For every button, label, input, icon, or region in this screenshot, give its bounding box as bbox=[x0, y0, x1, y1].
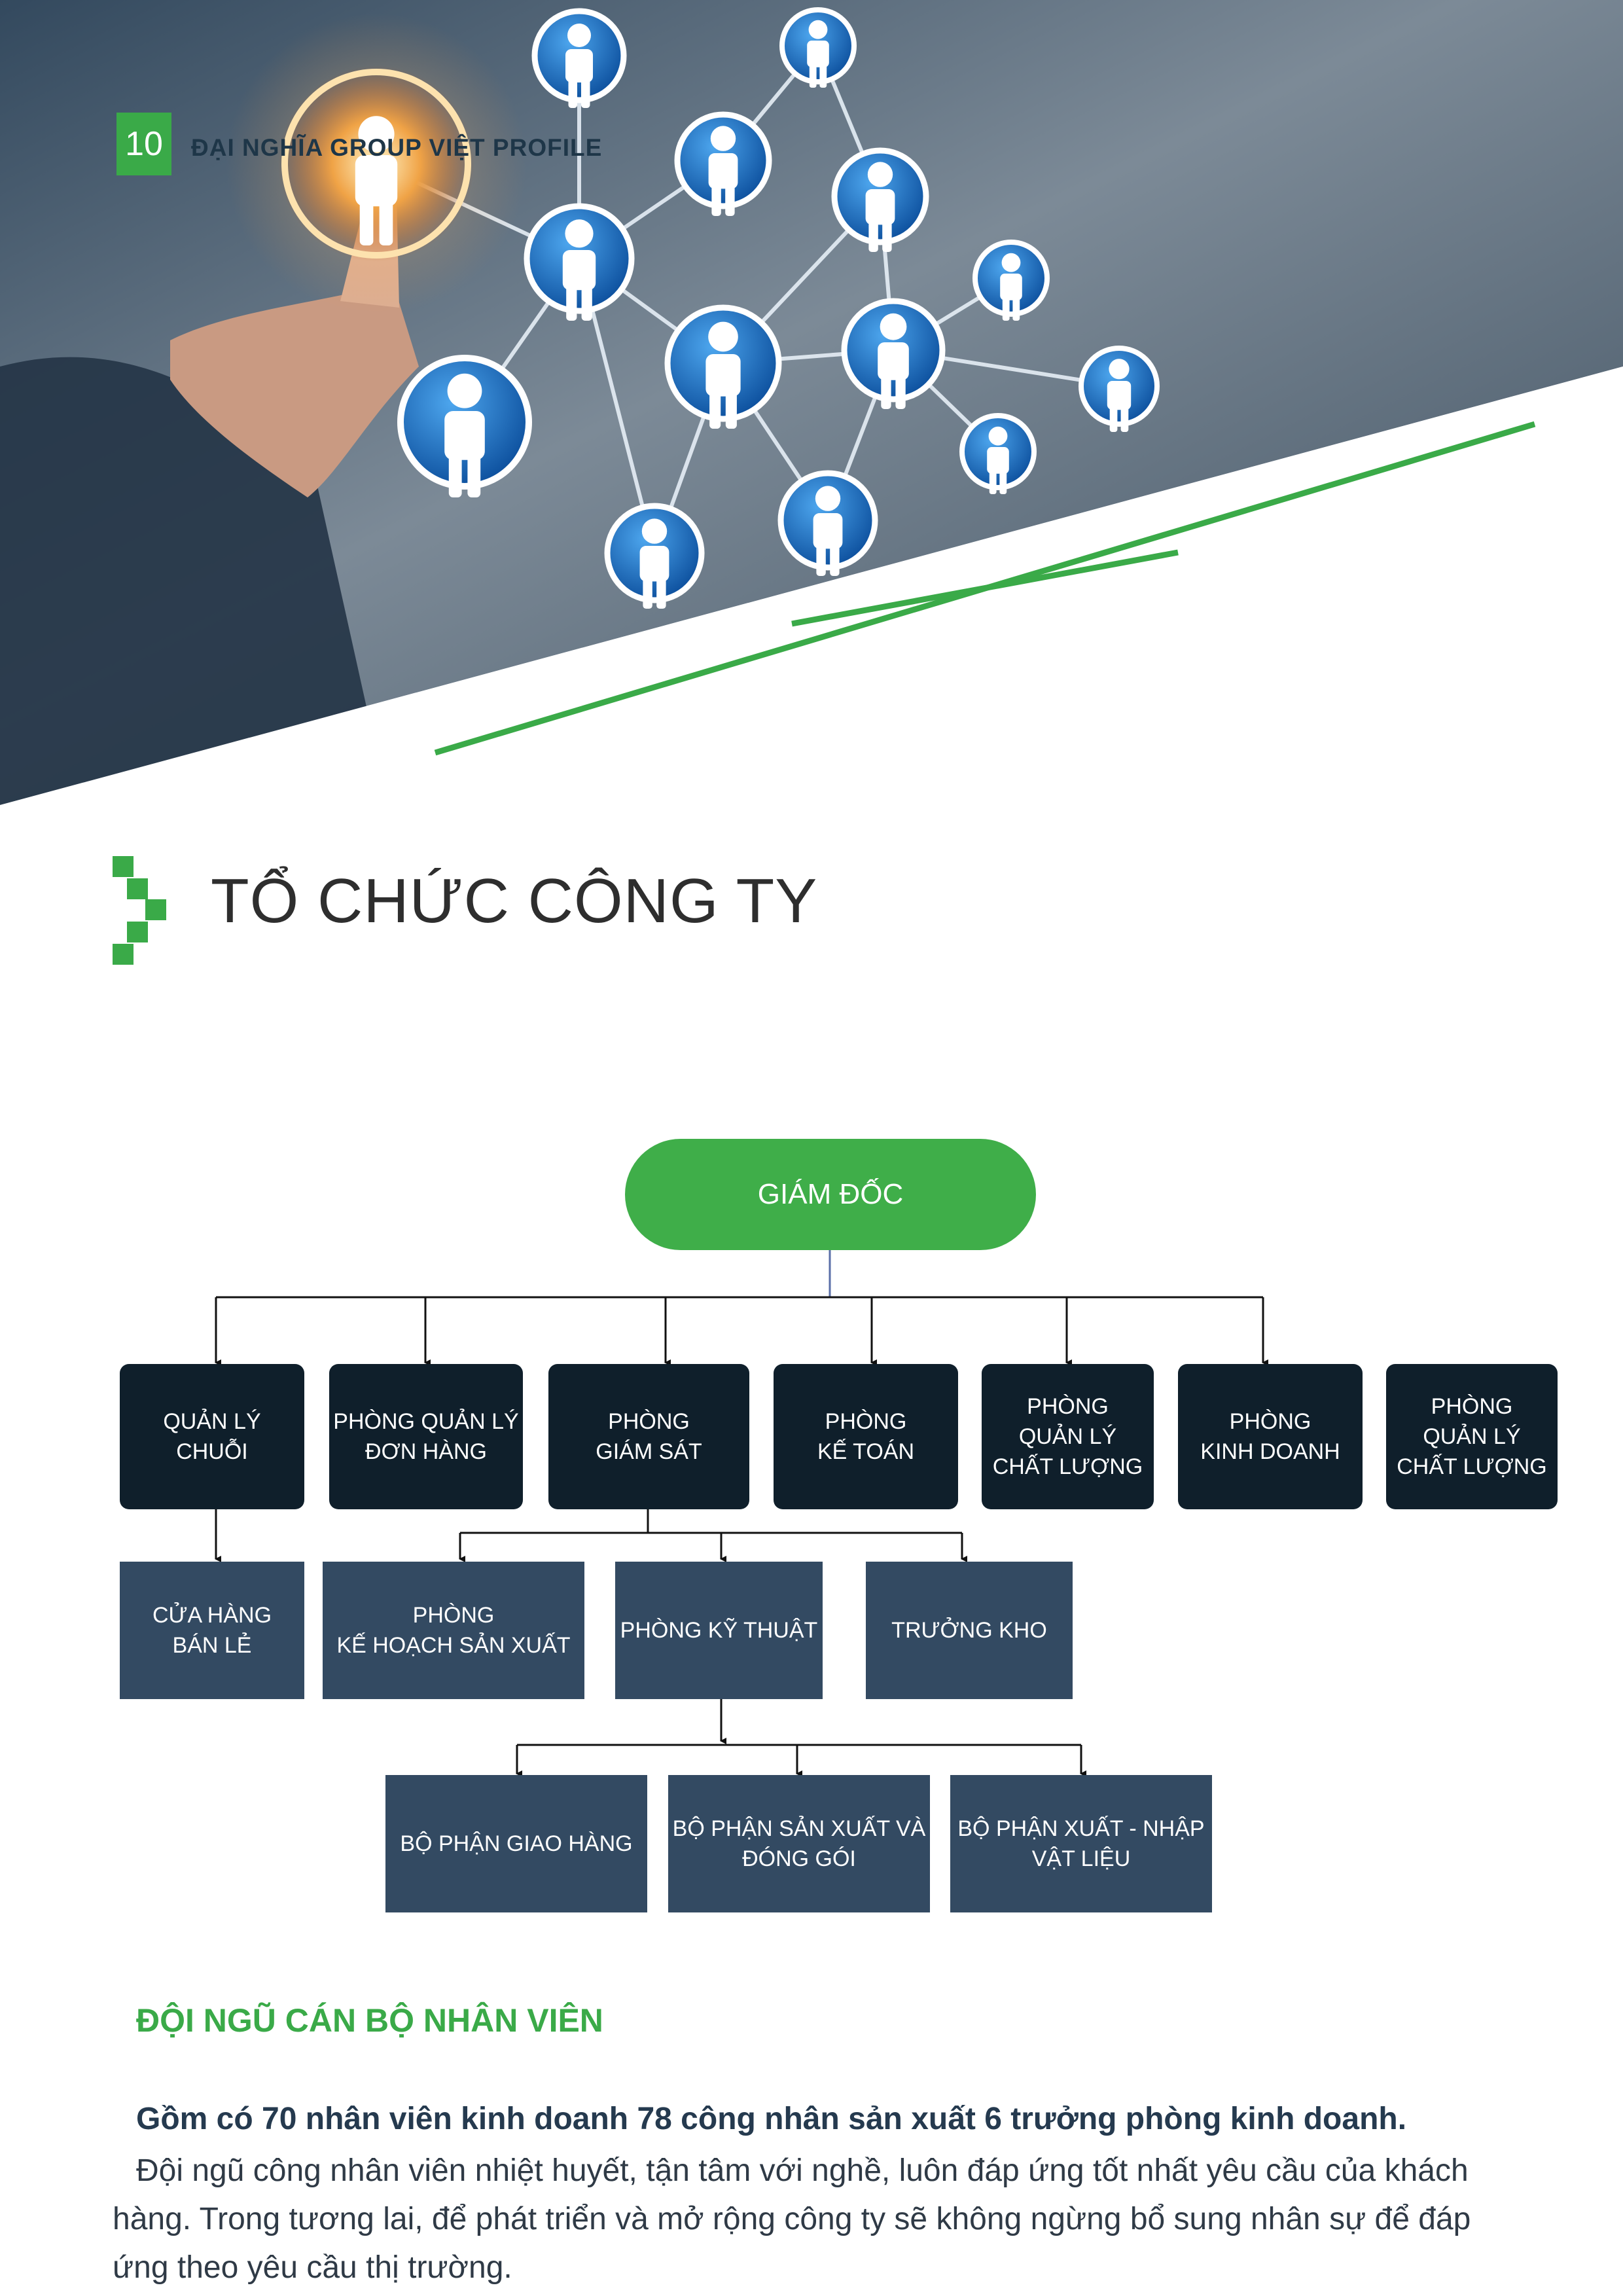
header-title: ĐẠI NGHĨA GROUP VIỆT PROFILE bbox=[191, 134, 603, 161]
staff-body: Đội ngũ công nhân viên nhiệt huyết, tận … bbox=[113, 2153, 1471, 2285]
chevron-section-icon bbox=[113, 856, 166, 965]
org-node-technical: PHÒNG KỸ THUẬT bbox=[615, 1562, 823, 1699]
section-title: TỔ CHỨC CÔNG TY bbox=[211, 866, 818, 936]
org-node-director: GIÁM ĐỐC bbox=[625, 1139, 1036, 1250]
org-node-supervision: PHÒNG GIÁM SÁT bbox=[548, 1364, 749, 1509]
org-chart: GIÁM ĐỐC QUẢN LÝ CHUỖI PHÒNG QUẢN LÝ ĐƠN… bbox=[0, 1113, 1623, 1937]
page-number-badge: 10 bbox=[116, 113, 171, 175]
hero-banner: 10 ĐẠI NGHĨA GROUP VIỆT PROFILE bbox=[0, 0, 1623, 812]
hero-network-illustration bbox=[0, 0, 1623, 812]
org-node-quality-control: PHÒNG QUẢN LÝ CHẤT LƯỢNG bbox=[982, 1364, 1154, 1509]
org-node-warehouse-head: TRƯỞNG KHO bbox=[866, 1562, 1073, 1699]
org-node-production-packaging: BỘ PHẬN SẢN XUẤT VÀ ĐÓNG GÓI bbox=[668, 1775, 930, 1912]
org-node-delivery: BỘ PHẬN GIAO HÀNG bbox=[385, 1775, 647, 1912]
org-node-quality-control-2: PHÒNG QUẢN LÝ CHẤT LƯỢNG bbox=[1386, 1364, 1558, 1509]
staff-lead: Gồm có 70 nhân viên kinh doanh 78 công n… bbox=[136, 2102, 1407, 2136]
org-node-chain-management: QUẢN LÝ CHUỖI bbox=[120, 1364, 304, 1509]
org-node-sales: PHÒNG KINH DOANH bbox=[1178, 1364, 1363, 1509]
org-node-order-management: PHÒNG QUẢN LÝ ĐƠN HÀNG bbox=[329, 1364, 523, 1509]
org-node-retail-store: CỬA HÀNG BÁN LẺ bbox=[120, 1562, 304, 1699]
org-node-production-planning: PHÒNG KẾ HOẠCH SẢN XUẤT bbox=[323, 1562, 584, 1699]
org-node-materials: BỘ PHẬN XUẤT - NHẬP VẬT LIỆU bbox=[950, 1775, 1212, 1912]
org-node-accounting: PHÒNG KẾ TOÁN bbox=[774, 1364, 958, 1509]
staff-heading: ĐỘI NGŨ CÁN BỘ NHÂN VIÊN bbox=[136, 2002, 603, 2039]
